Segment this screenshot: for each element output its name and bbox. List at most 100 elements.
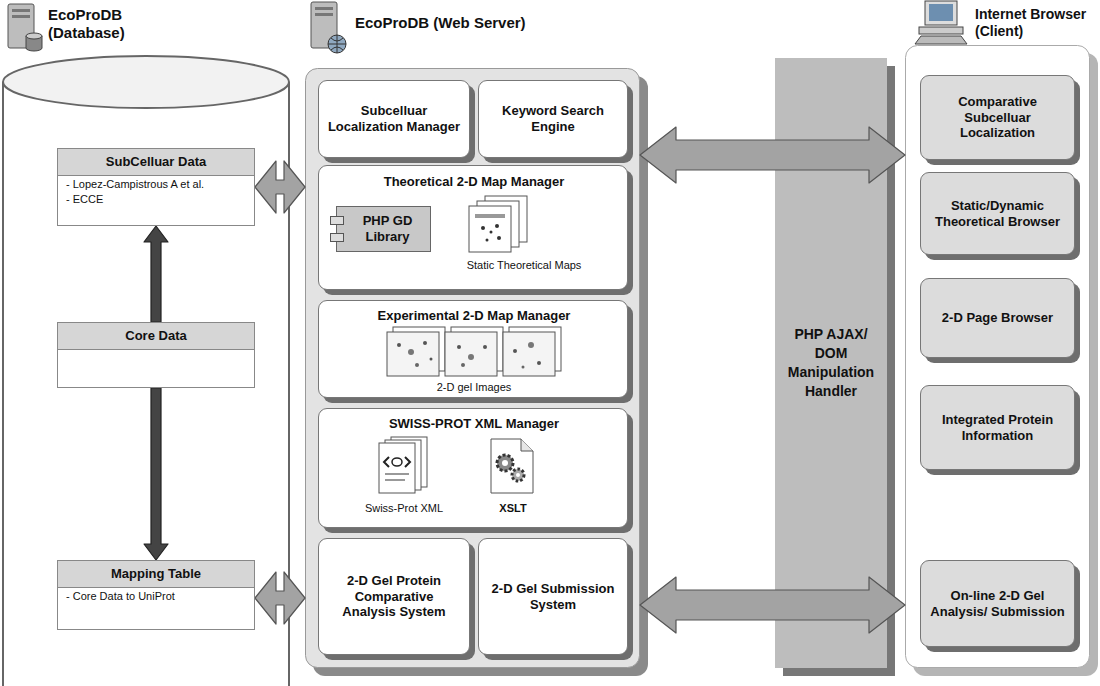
library-component: PHP GD Library <box>336 206 431 252</box>
node-title: EcoProDB (Database) <box>48 6 158 42</box>
web-server-icon <box>307 0 349 56</box>
icon-circle <box>528 342 534 348</box>
node-title: PHP AJAX/ DOM Manipulation Handler <box>781 325 881 401</box>
node-title: Comparative Subcelluar Localization <box>929 94 1066 141</box>
node-label: - Core Data to UniProt <box>58 588 254 603</box>
icon-circle <box>497 236 501 240</box>
icon-rect <box>475 214 505 218</box>
icon-path <box>491 439 533 493</box>
icon-circle <box>328 35 346 53</box>
icon-circle <box>537 361 541 365</box>
node-title: SubCelluar Data <box>58 149 254 176</box>
server-module: SWISS-PROT XML ManagerSwiss-Prot XMLXSLT <box>318 408 628 528</box>
node-title: 2-D Gel Submission System <box>487 581 619 612</box>
icon-rect <box>331 217 344 225</box>
icon-circle <box>513 349 517 353</box>
icon-path <box>3 82 289 686</box>
block-arrow <box>255 572 305 624</box>
client-view: Static/Dynamic Theoretical Browser <box>920 172 1075 255</box>
client-view: On-line 2-D Gel Analysis/ Submission <box>920 560 1075 647</box>
icon-rect <box>919 27 963 34</box>
icon-circle <box>397 343 401 347</box>
icon-rect <box>12 15 30 18</box>
icon-rect <box>315 7 333 10</box>
icon-ellipse <box>3 56 289 108</box>
icon-path <box>521 439 533 451</box>
icon-circle <box>486 239 489 242</box>
node-label: - Lopez-Campistrous A et al. <box>58 176 254 191</box>
icon-circle <box>423 341 427 345</box>
node-title: Experimental 2-D Map Manager <box>319 308 629 324</box>
node-title: Integrated Protein Information <box>929 412 1066 443</box>
node-title: SWISS-PROT XML Manager <box>319 416 629 432</box>
flow-arrow <box>144 226 168 322</box>
icon-circle <box>481 226 485 230</box>
node-title: Internet Browser (Client) <box>975 6 1093 40</box>
server-module: 2-D Gel Submission System <box>478 538 628 655</box>
block-arrow <box>640 577 905 633</box>
node-title: Core Data <box>58 323 254 350</box>
icon-path <box>328 35 346 53</box>
icon-ellipse <box>392 458 402 466</box>
icon-circle <box>522 366 525 369</box>
map-stack-icon <box>469 196 533 254</box>
flow-arrow <box>144 388 168 560</box>
icon-circle <box>502 460 508 466</box>
web-server-panel: EcoProDB (Web Server)Subcelluar Localiza… <box>305 0 640 672</box>
icon-circle <box>408 349 414 355</box>
icon-circle <box>495 224 499 228</box>
node-label: Static Theoretical Maps <box>429 259 619 272</box>
icon-rect <box>385 473 409 475</box>
icon-circle <box>497 455 513 471</box>
icon-g <box>445 327 503 376</box>
icon-rect <box>929 4 953 21</box>
node-label: 2-D gel Images <box>319 381 629 394</box>
icon-g <box>503 327 561 376</box>
gel-images-icon <box>387 327 567 379</box>
data-table: SubCelluar Data- Lopez-Campistrous A et … <box>57 148 255 226</box>
icon-circle <box>483 345 487 349</box>
node-label: - ECCE <box>58 191 254 206</box>
icon-circle <box>415 363 419 367</box>
node-title: Keyword Search Engine <box>487 103 619 134</box>
icon-circle <box>468 354 474 360</box>
component-tabs <box>330 216 344 244</box>
server-module: Keyword Search Engine <box>478 80 628 158</box>
icon-path <box>915 36 967 44</box>
node-title: Theoretical 2-D Map Manager <box>319 174 629 190</box>
server-module: Subcelluar Localization Manager <box>318 80 470 158</box>
gel-page <box>387 327 445 376</box>
icon-rect <box>379 443 415 493</box>
icon-ellipse <box>26 33 42 39</box>
icon-rect <box>385 479 405 481</box>
icon-rect <box>315 13 333 16</box>
client-view: 2-D Page Browser <box>920 278 1075 358</box>
icon-circle <box>512 469 524 481</box>
node-title: PHP GD Library <box>349 213 426 244</box>
node-label: Swiss-Prot XML <box>329 502 479 515</box>
database: EcoProDB (Database) SubCelluar Data- Lope… <box>0 0 292 686</box>
node-title: 2-D Page Browser <box>942 310 1053 326</box>
icon-circle <box>516 473 520 477</box>
server-icon <box>4 2 44 54</box>
computer-icon <box>915 0 971 46</box>
icon-circle <box>490 231 493 234</box>
data-table: Core Data <box>57 322 255 388</box>
client-view: Comparative Subcelluar Localization <box>920 75 1075 160</box>
node-title: 2-D Gel Protein Comparative Analysis Sys… <box>327 573 461 620</box>
client-panel: Internet Browser (Client) Comparative Sub… <box>905 0 1095 672</box>
block-arrow <box>640 127 905 183</box>
icon-rect <box>503 332 555 376</box>
icon-rect <box>906 46 1090 668</box>
icon-rect <box>306 69 640 668</box>
node-title: On-line 2-D Gel Analysis/ Submission <box>929 588 1066 619</box>
icon-rect <box>925 1 957 25</box>
icon-rect <box>387 332 439 376</box>
icon-rect <box>469 206 511 252</box>
icon-rect <box>445 332 497 376</box>
node-title: Static/Dynamic Theoretical Browser <box>929 198 1066 229</box>
node-title: Mapping Table <box>58 561 254 588</box>
server-module: 2-D Gel Protein Comparative Analysis Sys… <box>318 538 470 655</box>
data-table: Mapping Table- Core Data to UniProt <box>57 560 255 630</box>
icon-rect <box>331 234 344 242</box>
